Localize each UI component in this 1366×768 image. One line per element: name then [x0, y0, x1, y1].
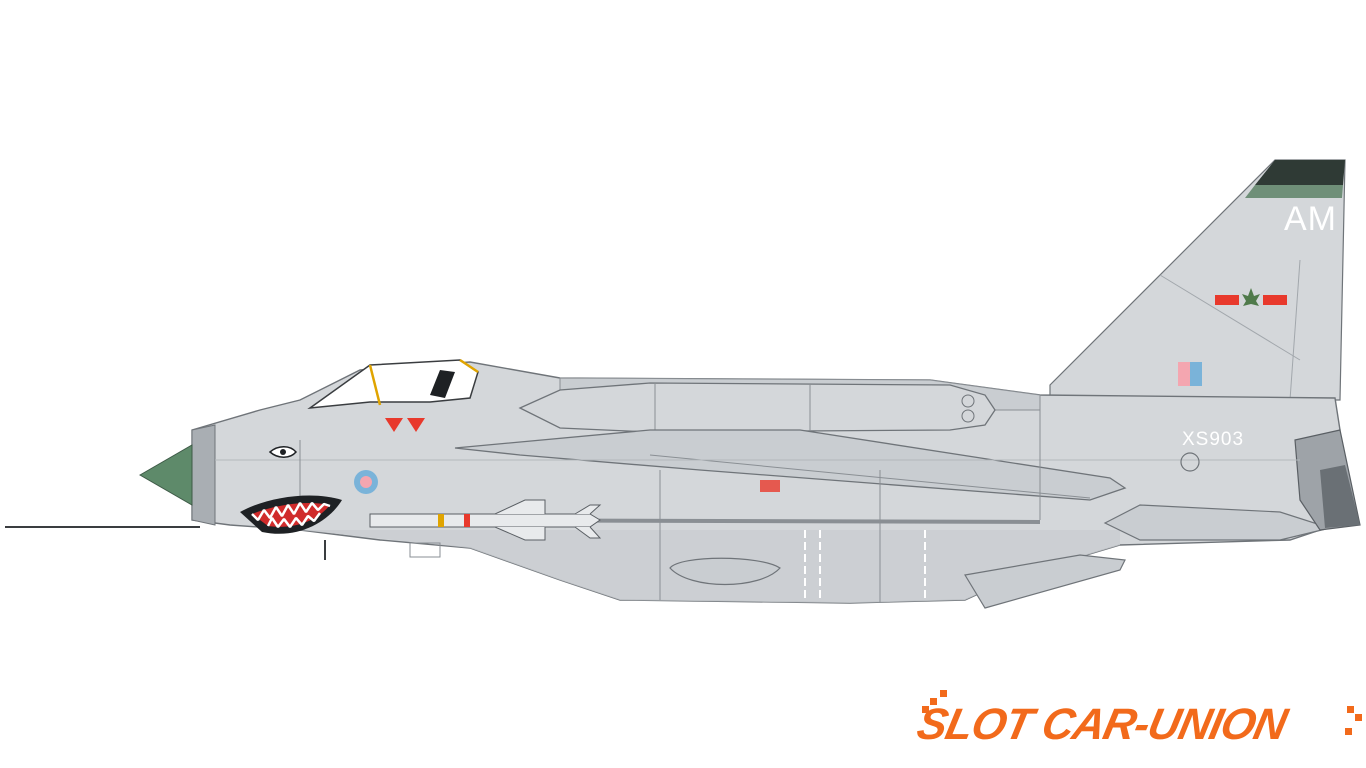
- access-port: [1180, 452, 1200, 472]
- stencil-panel-1: [760, 480, 780, 492]
- ventral-tank: [669, 557, 781, 586]
- logo-accent-square: [930, 698, 937, 705]
- logo-accent-square: [922, 706, 929, 713]
- fin-stripe: [1245, 185, 1343, 198]
- ventral-fin: [964, 554, 1126, 609]
- shark-pupil: [280, 449, 286, 455]
- nose-wheel-doors: [409, 542, 441, 558]
- missile-band-orange: [438, 514, 444, 527]
- squadron-bar-left: [1215, 295, 1239, 305]
- headrest: [430, 370, 455, 398]
- rescue-triangle-1: [385, 418, 403, 432]
- logo-accent-square: [1345, 728, 1352, 735]
- fin-rudder-line: [1289, 259, 1301, 401]
- brand-logo: [900, 690, 1366, 768]
- logo-accent-square: [1355, 714, 1362, 721]
- shark-teeth: [251, 502, 331, 528]
- serial-number: XS903: [1182, 429, 1244, 450]
- rescue-triangle-2: [407, 418, 425, 432]
- missile-band-red: [464, 514, 470, 527]
- maple-leaf-emblem: [1242, 288, 1260, 306]
- canopy-frame: [368, 358, 479, 406]
- wing-panel-line: [649, 454, 1091, 499]
- nose-cone: [138, 444, 193, 506]
- missile-fins: [494, 499, 602, 541]
- missile: [369, 513, 601, 528]
- logo-accent-square: [940, 690, 947, 697]
- fin-flash-blue: [1190, 362, 1202, 386]
- fin-tip: [1255, 160, 1345, 185]
- squadron-bar-right: [1263, 295, 1287, 305]
- fin-panel-line: [1159, 274, 1301, 361]
- fin-flash-red: [1178, 362, 1190, 386]
- intake-lip: [191, 424, 216, 526]
- logo-accent-square: [1347, 706, 1354, 713]
- brand-name: SLOT CAR-UNION: [912, 700, 1291, 749]
- fuel-cap-1: [961, 394, 975, 408]
- overwing-fuel-tank: [518, 382, 996, 433]
- fuel-cap-2: [961, 409, 975, 423]
- exhaust-dark: [1320, 465, 1360, 528]
- roundel-inner: [360, 476, 372, 488]
- tail-code: AM: [1284, 200, 1337, 238]
